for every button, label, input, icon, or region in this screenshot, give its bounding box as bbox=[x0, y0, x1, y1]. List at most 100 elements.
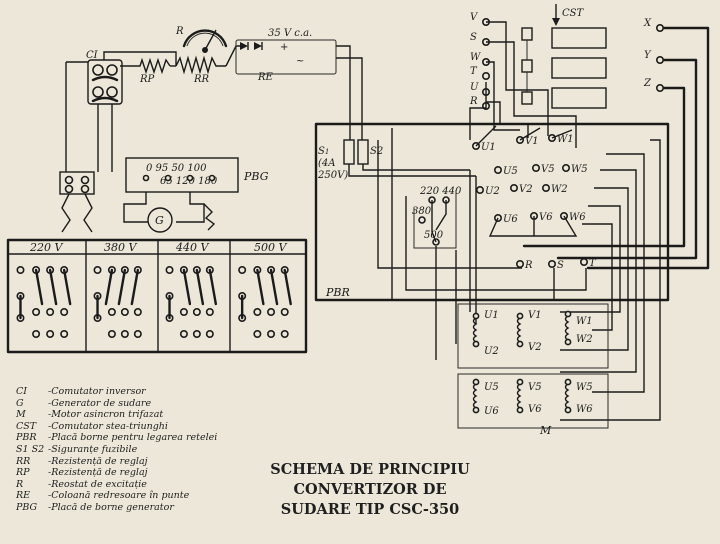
wire bbox=[130, 268, 140, 306]
placa-borne-generator: 0 95 50 100 65 120 180 PBG bbox=[125, 157, 269, 193]
motor-u6-label: U6 bbox=[484, 406, 499, 417]
legend-row: CST-Comutator stea-triunghi bbox=[16, 421, 244, 433]
panel-2-bottom-pin-0 bbox=[179, 329, 188, 338]
pbr-u1-label: U1 bbox=[481, 142, 496, 153]
winding-u1-bottom bbox=[472, 340, 480, 348]
terminal-w-label: W bbox=[470, 52, 481, 63]
panel-2-mid-pin-2 bbox=[205, 307, 214, 316]
motor-v2-label: V2 bbox=[528, 342, 542, 353]
motor-w1-label: W1 bbox=[576, 316, 593, 327]
panel-0-mid-pin-2 bbox=[60, 307, 69, 316]
diagram-title: SCHEMA DE PRINCIPIU CONVERTIZOR DE SUDAR… bbox=[240, 460, 500, 520]
pbg-top-label: 0 95 50 100 bbox=[146, 163, 207, 174]
wire bbox=[283, 268, 292, 306]
wire bbox=[117, 268, 127, 306]
pbr-v5-label: V5 bbox=[541, 164, 555, 175]
panel-3-left-pin-a bbox=[238, 265, 247, 274]
wire bbox=[62, 268, 72, 306]
legend-description: -Placă de borne generator bbox=[48, 501, 174, 513]
panel-3-bottom-pin-0 bbox=[253, 329, 262, 338]
legend-code: PBR bbox=[16, 432, 37, 444]
panel-1-mid-pin-2 bbox=[133, 307, 142, 316]
comutator-stea-triunghi: CST bbox=[521, 4, 607, 109]
selector-tensiune: 220 440 380 500 bbox=[412, 186, 462, 249]
panel-3-mid-pin-1 bbox=[267, 307, 276, 316]
legend-description: -Coloană redresoare în punte bbox=[48, 490, 190, 502]
wire bbox=[475, 125, 573, 147]
legend-row: RP-Rezistență de reglaj bbox=[16, 467, 244, 479]
panel-2-bottom-pin-2 bbox=[205, 329, 214, 338]
winding-w1-top bbox=[564, 310, 572, 318]
wire bbox=[34, 268, 44, 306]
winding-v1-bottom bbox=[516, 340, 524, 348]
winding-w1-bottom bbox=[564, 338, 572, 346]
output-x-pin bbox=[655, 23, 664, 32]
panel-3-bottom-pin-2 bbox=[280, 329, 289, 338]
panel-1-mid-pin-0 bbox=[107, 307, 116, 316]
panel-3-bottom-pin-1 bbox=[267, 329, 276, 338]
output-y-label: Y bbox=[644, 50, 652, 61]
winding-w5-top bbox=[564, 378, 572, 386]
title-line-2: CONVERTIZOR DE bbox=[293, 481, 447, 498]
motor-v1-label: V1 bbox=[528, 310, 542, 321]
coloana-redresoare: 35 V c.a. + ~ RE bbox=[235, 28, 337, 83]
legend-description: -Reostat de excitație bbox=[48, 478, 147, 490]
terminal-v-label: V bbox=[470, 12, 479, 23]
panel-3-mid-pin-0 bbox=[253, 307, 262, 316]
wire bbox=[208, 268, 218, 306]
wire bbox=[182, 268, 192, 306]
panel-2-mid-pin-1 bbox=[192, 307, 201, 316]
legend-description: -Placă borne pentru legarea retelei bbox=[48, 432, 218, 444]
pbr-v2-pin bbox=[509, 184, 518, 193]
title-line-3: SUDARE TIP CSC-350 bbox=[280, 501, 460, 518]
voltage-panels: 220 V 380 V 440 V 500 V bbox=[6, 238, 308, 354]
pbr-u5-label: U5 bbox=[503, 166, 518, 177]
legend-code: RR bbox=[16, 455, 31, 467]
pbg-label: PBG bbox=[243, 170, 269, 183]
panel-2-bottom-pin-1 bbox=[192, 329, 201, 338]
pbr-w6-label: W6 bbox=[569, 212, 586, 223]
pbr-u5-pin bbox=[493, 166, 502, 175]
legend-row: R-Reostat de excitație bbox=[16, 479, 244, 491]
motor-asincron: M bbox=[457, 303, 609, 437]
pbr-v1-label: V1 bbox=[525, 136, 539, 147]
ci-label: CI bbox=[86, 50, 99, 61]
pbr-u6-label: U6 bbox=[503, 214, 518, 225]
svg-text:(4A: (4A bbox=[318, 158, 336, 169]
legend-code: CI bbox=[16, 386, 28, 397]
pbr-w5-label: W5 bbox=[571, 164, 588, 175]
motor-u1-label: U1 bbox=[484, 310, 499, 321]
plus-label: + bbox=[280, 42, 288, 53]
panel-1-mid-pin-1 bbox=[120, 307, 129, 316]
fuse-s1-label: S1 bbox=[318, 146, 329, 157]
legend-row: CI-Comutator inversor bbox=[16, 386, 244, 398]
legend-description: -Siguranțe fuzibile bbox=[48, 443, 138, 455]
winding-w5-bottom bbox=[564, 406, 572, 414]
pbr-t_b-label: T bbox=[589, 258, 597, 269]
pbr-t_b-pin bbox=[579, 257, 588, 266]
output-z-label: Z bbox=[643, 78, 652, 89]
panel-220-label: 220 V bbox=[29, 241, 63, 254]
rr-label: RR bbox=[193, 74, 210, 85]
pbg-bottom-label: 65 120 180 bbox=[160, 176, 218, 187]
pbr-u2-label: U2 bbox=[485, 186, 500, 197]
output-x-label: X bbox=[643, 18, 652, 29]
legend-description: -Rezistență de reglaj bbox=[48, 455, 148, 467]
terminal-s-label: S bbox=[470, 32, 477, 43]
panel-0-bottom-pin-1 bbox=[46, 329, 55, 338]
output-y-pin bbox=[655, 55, 664, 64]
pbr-r_b-pin bbox=[515, 259, 524, 268]
legend-code: G bbox=[16, 397, 24, 409]
legend-description: -Comutator stea-triunghi bbox=[48, 420, 168, 432]
wire bbox=[472, 317, 478, 343]
motor-w2-label: W2 bbox=[576, 334, 593, 345]
wire bbox=[516, 317, 522, 343]
wire bbox=[104, 268, 114, 306]
terminal-u-label: U bbox=[470, 82, 479, 93]
panel-1-bottom-pin-2 bbox=[133, 329, 142, 338]
tilde-label: ~ bbox=[296, 56, 304, 67]
